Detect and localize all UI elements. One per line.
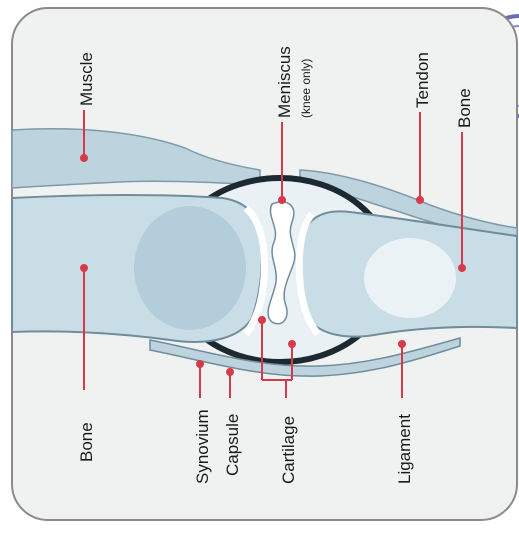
label-tendon: Tendon xyxy=(413,52,432,108)
label-bone-left: Bone xyxy=(77,422,96,462)
label-synovium: Synovium xyxy=(193,409,212,484)
label-capsule: Capsule xyxy=(223,414,242,476)
label-bone-right: Bone xyxy=(455,88,474,128)
label-ligament: Ligament xyxy=(395,414,414,484)
label-meniscus: Meniscus xyxy=(275,46,294,118)
bone-right-shade xyxy=(364,238,456,318)
label-muscle: Muscle xyxy=(77,52,96,106)
label-meniscus-note: (knee only) xyxy=(299,59,313,118)
bone-left-shade xyxy=(134,206,246,330)
label-cartilage: Cartilage xyxy=(279,416,298,484)
